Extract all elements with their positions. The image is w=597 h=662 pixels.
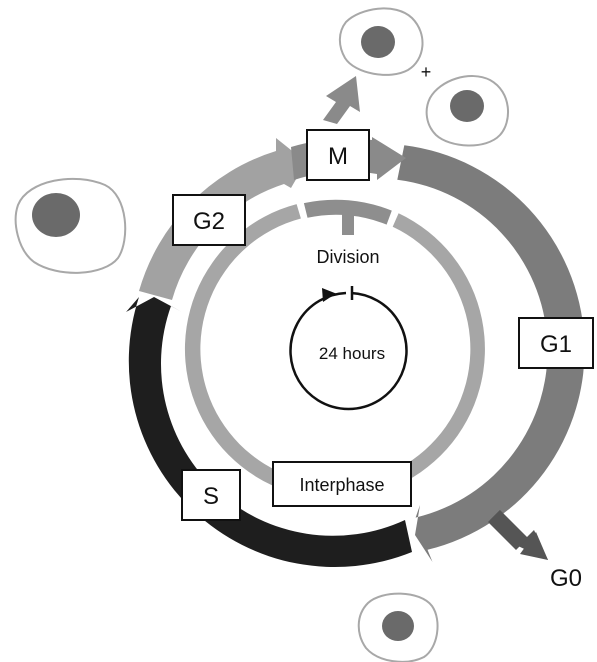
s-label: S [203,483,219,510]
clock [289,286,408,411]
nucleus-icon [361,26,395,58]
nucleus-icon [32,193,80,237]
g1-arrow [397,145,585,563]
inner-ring [184,199,485,500]
g2-label-box: G2 [172,194,246,246]
clock-circle [289,291,408,411]
cell-left-g2 [14,177,127,274]
m-label: M [328,143,348,170]
plus-sign: + [421,62,432,82]
cell-top-left-daughter [338,7,424,76]
g1-label: G1 [540,331,572,358]
g1-label-box: G1 [518,317,594,369]
division-arrow [323,76,360,124]
interphase-label-box: Interphase [272,461,412,507]
clock-arrowhead-icon [322,288,336,302]
cell-bottom-g0 [357,592,439,662]
g0-label: G0 [550,565,582,592]
m-label-box: M [306,129,370,181]
s-arrow [126,297,412,568]
division-segment [303,199,392,225]
g2-label: G2 [193,208,225,235]
division-tick [342,213,354,235]
cell-top-right-daughter [425,75,510,147]
interphase-label: Interphase [299,475,384,495]
clock-label: 24 hours [319,344,385,363]
g0-arrowhead-icon [520,532,548,560]
g0-arrow-shaft [488,510,528,550]
division-label: Division [316,247,379,267]
nucleus-icon [382,611,414,641]
s-label-box: S [181,469,241,521]
nucleus-icon [450,90,484,122]
